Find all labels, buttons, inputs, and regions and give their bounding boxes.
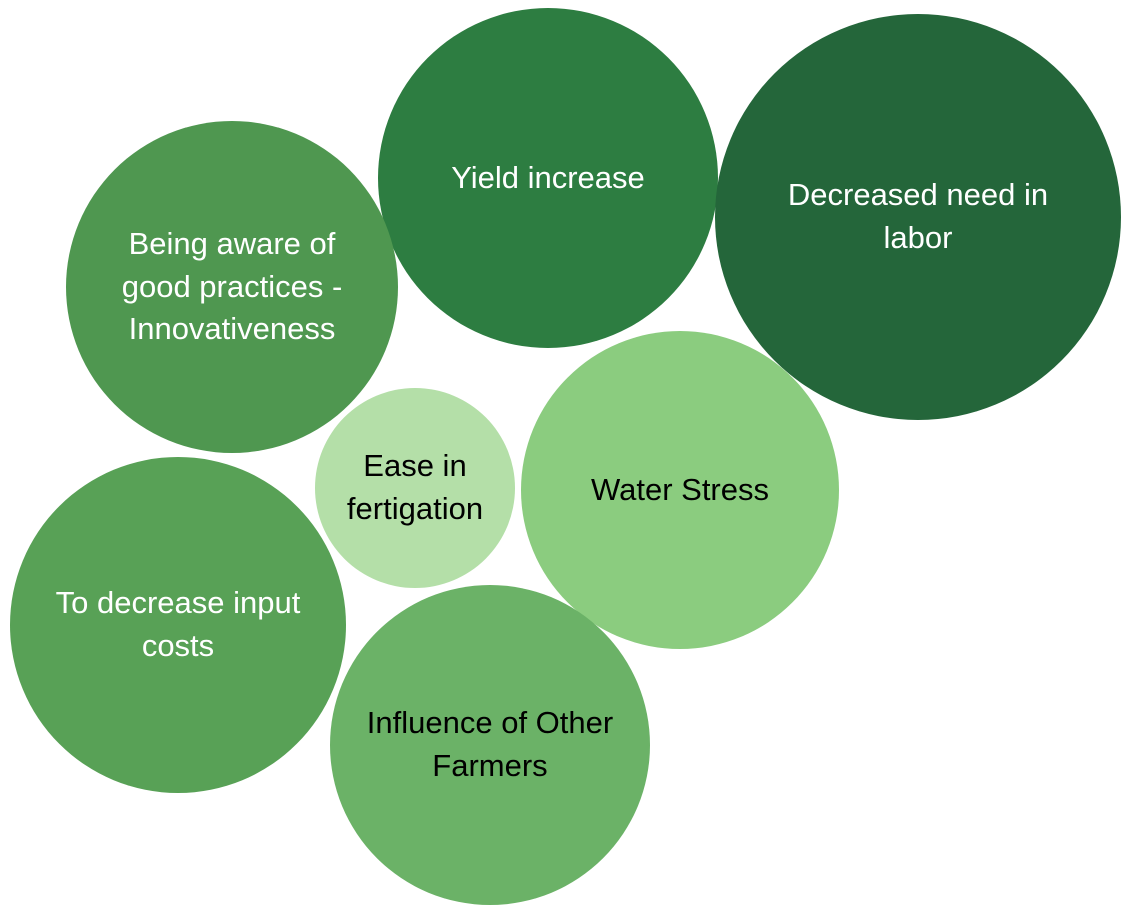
bubble-label-decreased-need-in-labor: Decreased need in labor	[787, 177, 1049, 255]
bubble-label-being-aware-of-good-practices: Being aware of good practices - Innovati…	[121, 225, 343, 347]
bubble-label-to-decrease-input-costs: To decrease input costs	[55, 585, 301, 663]
bubble-label-water-stress: Water Stress	[591, 471, 769, 507]
bubble-influence-of-other-farmers[interactable]: Influence of Other Farmers	[330, 585, 650, 905]
bubble-ease-in-fertigation[interactable]: Ease in fertigation	[315, 388, 515, 588]
bubble-decreased-need-in-labor[interactable]: Decreased need in labor	[715, 14, 1121, 420]
bubble-water-stress[interactable]: Water Stress	[521, 331, 839, 649]
bubble-label-ease-in-fertigation: Ease in fertigation	[346, 448, 484, 526]
bubble-yield-increase[interactable]: Yield increase	[378, 8, 718, 348]
bubble-label-influence-of-other-farmers: Influence of Other Farmers	[366, 705, 614, 783]
bubble-label-yield-increase: Yield increase	[451, 159, 645, 195]
bubble-to-decrease-input-costs[interactable]: To decrease input costs	[10, 457, 346, 793]
bubble-being-aware-of-good-practices[interactable]: Being aware of good practices - Innovati…	[66, 121, 398, 453]
